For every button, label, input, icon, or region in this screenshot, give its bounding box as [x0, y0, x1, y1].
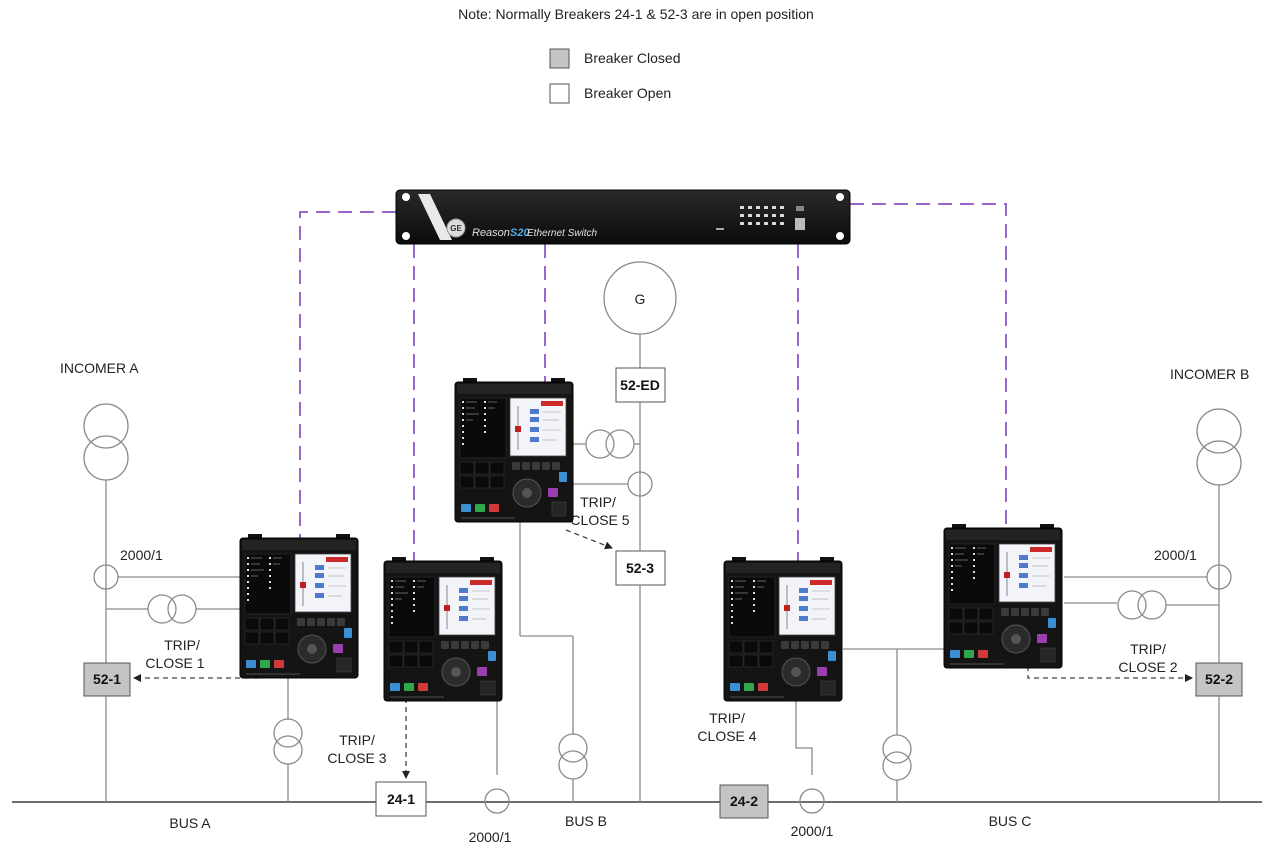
breaker-24-2-label: 24-2	[730, 793, 758, 809]
incomer-a-feeder: INCOMER A 2000/1 52-1 TRIP/ CLOSE 1	[60, 360, 303, 802]
diagram-note: Note: Normally Breakers 24-1 & 52-3 are …	[458, 6, 814, 22]
generator-feeder: G 52-ED TRIP/ CLOSE 5 52-3	[519, 261, 677, 802]
breaker-52-1-label: 52-1	[93, 671, 121, 687]
bus-b-label: BUS B	[565, 813, 607, 829]
breaker-24-1-label: 24-1	[387, 791, 415, 807]
legend: Breaker Closed Breaker Open	[549, 48, 681, 104]
protection-relay-4	[723, 556, 843, 702]
switch-model: S20	[510, 227, 530, 239]
bus-a-label: BUS A	[169, 815, 211, 831]
ethernet-switch: GE Reason S20 Ethernet Switch	[395, 189, 851, 245]
trip-close-3-line2: CLOSE 3	[327, 750, 386, 766]
incomer-a-label: INCOMER A	[60, 360, 139, 376]
trip-close-4-line1: TRIP/	[709, 710, 745, 726]
switch-port-leds	[740, 206, 784, 225]
trip-close-5-line1: TRIP/	[580, 494, 616, 510]
ct-icon	[799, 788, 825, 814]
breaker-24-1[interactable]	[375, 781, 427, 817]
switch-logo-text: GE	[450, 224, 462, 233]
transformer-icon	[558, 733, 588, 780]
breaker-open-swatch	[549, 83, 570, 104]
incomer-b-feeder: INCOMER B 2000/1 52-2 TRIP/ CLOSE 2	[1027, 366, 1249, 802]
protection-relay-2	[943, 523, 1063, 669]
bus-coupler-24-1: TRIP/ CLOSE 3 24-1 2000/1	[327, 696, 512, 845]
voltage-transformer-icon	[585, 429, 635, 459]
switch-label: Ethernet Switch	[527, 228, 597, 239]
transformer-icon	[83, 403, 129, 481]
bus-c-label: BUS C	[989, 813, 1032, 829]
transformer-icon	[1196, 408, 1242, 486]
ethernet-links	[299, 203, 1007, 562]
voltage-transformer-icon	[147, 594, 197, 624]
breaker-52-1[interactable]	[83, 662, 131, 697]
bus-coupler-24-2: 24-2 TRIP/ CLOSE 4 2000/1	[697, 648, 945, 839]
ct-ratio-incomer-b: 2000/1	[1154, 547, 1197, 563]
breaker-52-3-label: 52-3	[626, 560, 654, 576]
ct-ratio-bus-b: 2000/1	[469, 829, 512, 845]
ct-icon	[484, 788, 510, 814]
breaker-24-2[interactable]	[719, 784, 769, 819]
breaker-closed-swatch	[549, 48, 570, 69]
switch-brand: Reason	[472, 227, 510, 239]
voltage-transformer-icon	[1117, 590, 1167, 620]
breaker-52-ed-label: 52-ED	[620, 377, 660, 393]
ge-logo-icon	[446, 218, 466, 238]
trip-close-4-line2: CLOSE 4	[697, 728, 756, 744]
breaker-52-2[interactable]	[1195, 662, 1243, 697]
trip-close-3-line1: TRIP/	[339, 732, 375, 748]
protection-relay-3	[383, 556, 503, 702]
trip-close-1-line2: CLOSE 1	[145, 655, 204, 671]
legend-closed-label: Breaker Closed	[584, 50, 681, 66]
breaker-52-ed[interactable]	[615, 367, 666, 403]
trip-close-5-line2: CLOSE 5	[570, 512, 629, 528]
protection-relay-1	[239, 533, 359, 679]
transformer-icon	[273, 718, 303, 765]
generator-label: G	[635, 291, 646, 307]
breaker-52-3[interactable]	[615, 550, 666, 586]
protection-relay-5	[454, 377, 574, 523]
ct-ratio-bus-c: 2000/1	[791, 823, 834, 839]
ct-ratio-incomer-a: 2000/1	[120, 547, 163, 563]
trip-close-2-line2: CLOSE 2	[1118, 659, 1177, 675]
trip-close-2-line1: TRIP/	[1130, 641, 1166, 657]
legend-open-label: Breaker Open	[584, 85, 671, 101]
incomer-b-label: INCOMER B	[1170, 366, 1249, 382]
breaker-52-2-label: 52-2	[1205, 671, 1233, 687]
trip-close-1-line1: TRIP/	[164, 637, 200, 653]
usb-port-icon	[795, 218, 805, 230]
transformer-icon	[882, 734, 912, 781]
